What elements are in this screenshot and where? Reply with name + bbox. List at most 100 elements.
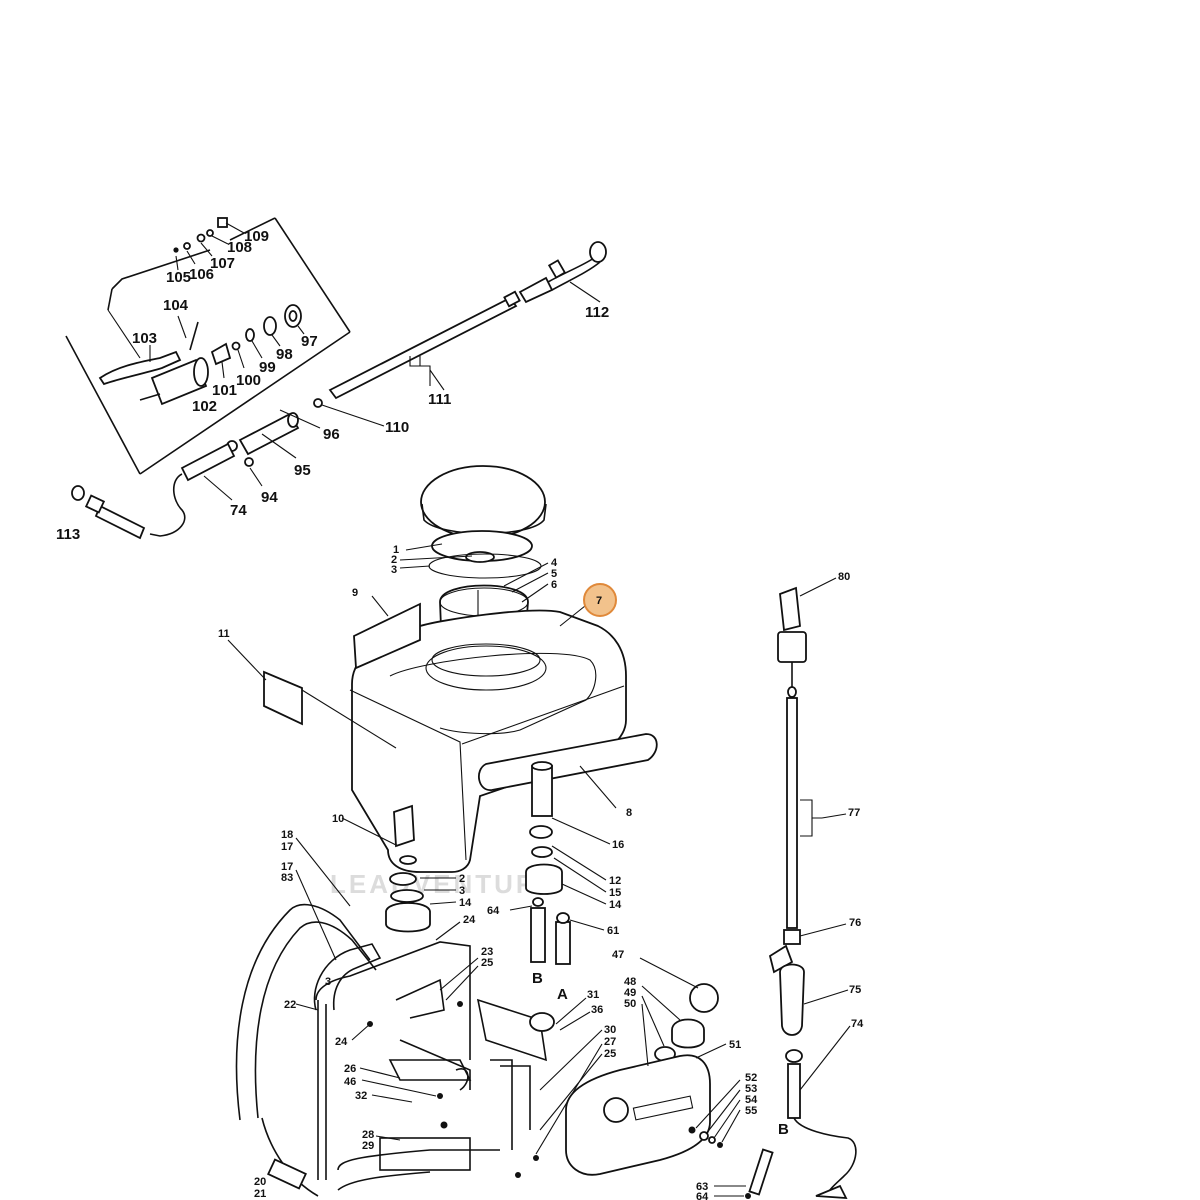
pipe-63: [748, 1148, 774, 1196]
o-ring-113: [71, 485, 85, 501]
leader-94: [249, 467, 263, 487]
leader-46: [361, 1079, 437, 1097]
leader-61: [569, 919, 605, 931]
leader-26: [359, 1067, 401, 1079]
callout-83: 83: [281, 872, 293, 884]
callout-74b: 74: [851, 1018, 864, 1030]
valve-b: [530, 907, 546, 963]
leader-48: [641, 985, 681, 1021]
leader-74b: [799, 1025, 851, 1091]
leader-24b: [351, 1023, 371, 1041]
callout-48: 48: [624, 976, 636, 988]
seal-12: [531, 846, 553, 858]
leader-4: [503, 562, 549, 587]
hose-b: [793, 1117, 857, 1197]
fitting-10: [399, 855, 417, 865]
inset-frame-left: [65, 335, 141, 475]
callout-16: 16: [612, 839, 624, 851]
leader-32: [371, 1094, 413, 1103]
leader-3: [399, 565, 431, 569]
pump-cylinder: [529, 1012, 555, 1032]
cap-14b: [385, 902, 431, 933]
callout-5: 5: [551, 568, 557, 580]
handle-74: [180, 442, 236, 482]
leader-14c: [561, 883, 607, 905]
watermark-text: LEADVENTURE: [330, 869, 558, 899]
callout-7-highlight[interactable]: [583, 583, 617, 617]
callout-108: 108: [227, 239, 252, 256]
tank-shoulder: [389, 652, 597, 735]
bolt-bottom: [515, 1172, 521, 1178]
callout-18: 18: [281, 829, 293, 841]
callout-2b: 2: [459, 873, 465, 885]
frame-cross: [399, 1039, 471, 1090]
leader-74a: [203, 475, 233, 501]
leader-64: [509, 905, 533, 911]
callout-14b: 14: [459, 897, 472, 909]
leader-95: [261, 433, 297, 459]
inset-frame-bottom: [139, 331, 351, 475]
wand-clamp: [547, 259, 567, 279]
frame-clip: [455, 1068, 469, 1091]
callout-1: 1: [393, 544, 399, 556]
callout-94: 94: [261, 489, 278, 506]
callout-106: 106: [189, 266, 214, 283]
wand-coupler: [503, 290, 521, 308]
callout-14c: 14: [609, 899, 622, 911]
strap-pad: [313, 943, 382, 1011]
washer-99: [245, 328, 255, 342]
strap-inner: [254, 921, 377, 1119]
o-ring-16: [529, 825, 553, 839]
callout-28: 28: [362, 1129, 374, 1141]
leader-108: [211, 235, 229, 245]
callout-52: 52: [745, 1072, 757, 1084]
frame-assembly: 18 17 17 83 3 24 23 25 22 24 31 36 30 27…: [235, 829, 616, 1200]
wand-tube-111: [328, 296, 518, 400]
callout-3b: 3: [459, 885, 465, 897]
callout-7: 7: [596, 595, 602, 607]
part-107: [196, 233, 206, 243]
bracket-77: [800, 799, 822, 819]
callout-17: 17: [281, 841, 293, 853]
nozzle-113-tip: [84, 494, 106, 514]
washer-94: [244, 457, 254, 467]
leader-100: [237, 349, 245, 369]
callout-3: 3: [391, 564, 397, 576]
callout-11: 11: [218, 628, 230, 640]
extension-95-end: [287, 412, 299, 428]
nut-55: [717, 1142, 723, 1148]
callout-3d: 3: [325, 976, 331, 988]
pin-104: [189, 321, 199, 351]
callout-b2: B: [778, 1121, 789, 1138]
callout-76: 76: [849, 917, 861, 929]
trigger-lever: [98, 350, 182, 386]
lance-assembly: 95 94 74 113: [56, 409, 321, 543]
leader-5: [511, 572, 549, 593]
callout-27: 27: [604, 1036, 616, 1048]
leader-2: [399, 555, 473, 561]
fitting-74: [785, 1049, 803, 1063]
callout-15c: 15: [609, 887, 621, 899]
leader-23: [439, 957, 479, 991]
leader-31: [555, 997, 587, 1025]
callout-109: 109: [244, 228, 269, 245]
callout-111: 111: [428, 391, 451, 408]
leader-8: [579, 765, 617, 809]
callout-26: 26: [344, 1063, 356, 1075]
callout-80: 80: [838, 571, 850, 583]
part-105: [173, 247, 179, 253]
tank-sight-window: [393, 804, 415, 848]
callout-47: 47: [612, 949, 624, 961]
leader-97: [297, 325, 305, 335]
leader-77: [821, 813, 847, 819]
leader-16: [551, 817, 611, 845]
leader-104: [177, 315, 187, 339]
valve-body: [150, 358, 208, 406]
coupler-76-lever: [768, 944, 794, 974]
callout-112: 112: [585, 304, 609, 321]
tank-fill-neck: [425, 645, 547, 691]
callout-54: 54: [745, 1094, 758, 1106]
leader-101: [221, 361, 225, 379]
tank-lid: [420, 465, 546, 539]
strap-outer: [235, 903, 371, 1121]
